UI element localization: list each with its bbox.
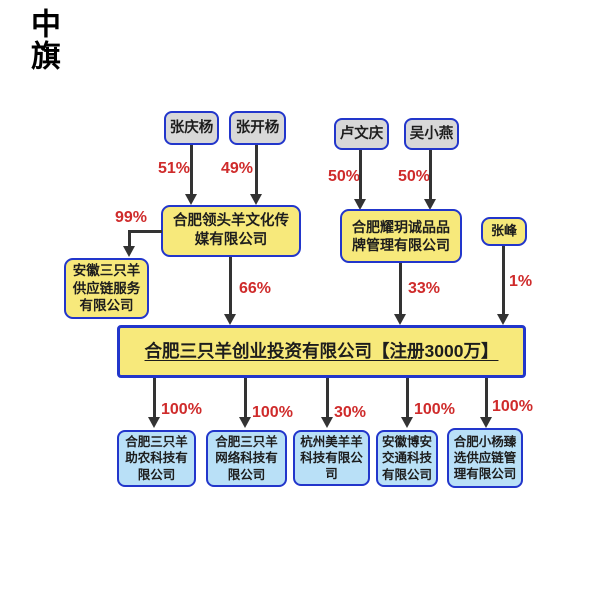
arrow-yaoyue-to-main [394, 263, 407, 325]
stake-label-100b: 100% [252, 404, 293, 421]
stake-label-100a: 100% [161, 401, 202, 418]
shareholder-box-luwenqing: 卢文庆 [334, 118, 389, 150]
arrow-zhangqingyang-to-lingtouyang [185, 145, 198, 205]
stake-label-66: 66% [239, 280, 272, 297]
shareholder-box-zhangkaiyang: 张开杨 [229, 111, 286, 145]
stake-label-100c: 100% [414, 401, 455, 418]
stake-label-1: 1% [509, 273, 533, 290]
company-box-yaoyue: 合肥耀玥诚品品牌管理有限公司 [340, 209, 462, 263]
company-box-lingtouyang: 合肥领头羊文化传媒有限公司 [161, 205, 301, 257]
subsidiary-box-meiyangyang: 杭州美羊羊科技有限公司 [293, 430, 370, 486]
stake-label-49: 49% [221, 160, 254, 177]
stake-label-51: 51% [158, 160, 191, 177]
arrow-main-to-zhunong [148, 378, 161, 428]
brand-logo-zhongqi: 中旗 [25, 8, 60, 72]
stake-label-30: 30% [334, 404, 367, 421]
stake-label-100d: 100% [492, 398, 533, 415]
arrow-main-to-wangluo [239, 378, 252, 428]
stake-label-33: 33% [408, 280, 441, 297]
stake-label-50b: 50% [398, 168, 431, 185]
shareholder-box-zhangfeng: 张峰 [481, 217, 527, 246]
arrow-lingtouyang-to-main [224, 257, 237, 325]
arrow-zhangkaiyang-to-lingtouyang [250, 145, 263, 205]
arrow-main-to-boan [401, 378, 414, 428]
subsidiary-box-boan: 安徽博安交通科技有限公司 [376, 430, 438, 487]
shareholder-box-zhangqingyang: 张庆杨 [164, 111, 219, 145]
shareholder-box-wuxiaoyan: 吴小燕 [404, 118, 459, 150]
subsidiary-box-xiaoyang: 合肥小杨臻选供应链管理有限公司 [447, 428, 523, 488]
stake-label-99: 99% [115, 209, 148, 226]
arrow-luwenqing-to-yaoyue [354, 150, 367, 210]
subsidiary-box-zhunong: 合肥三只羊助农科技有限公司 [117, 430, 196, 487]
arrow-main-to-meiyangyang [321, 378, 334, 428]
connector-lingtouyang-left [128, 230, 162, 233]
subsidiary-box-wangluo: 合肥三只羊网络科技有限公司 [206, 430, 287, 487]
arrow-wuxiaoyan-to-yaoyue [424, 150, 437, 210]
arrow-main-to-xiaoyang [480, 378, 493, 428]
company-box-main: 合肥三只羊创业投资有限公司【注册3000万】 [117, 325, 526, 378]
stake-label-50a: 50% [328, 168, 361, 185]
company-box-supplychain: 安徽三只羊供应链服务有限公司 [64, 258, 149, 319]
arrow-lingtouyang-to-supplychain [123, 230, 136, 257]
arrow-zhangfeng-to-main [497, 246, 510, 325]
